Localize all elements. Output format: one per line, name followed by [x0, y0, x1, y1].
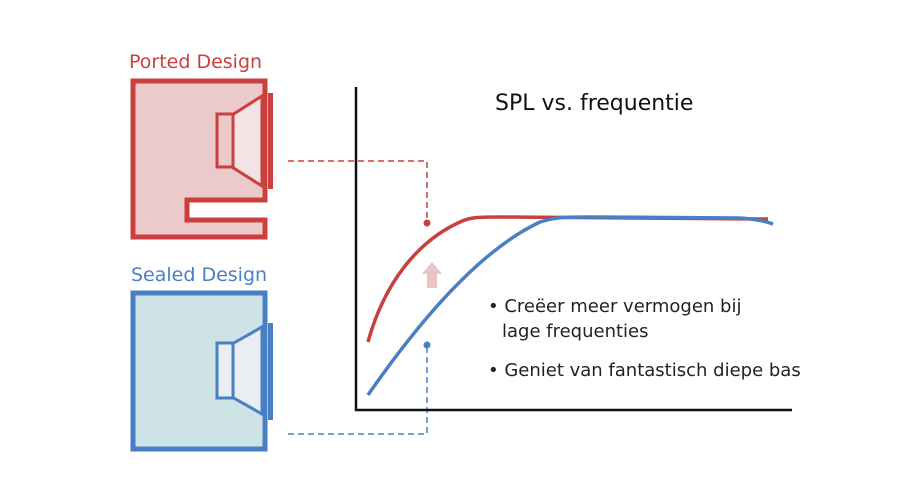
chart-axes — [354, 87, 792, 412]
ported-spl-curve — [366, 215, 769, 343]
chart-title: SPL vs. frequentie — [495, 91, 693, 116]
sealed-box-icon — [130, 290, 273, 452]
ported-marker — [423, 219, 431, 227]
ported-design-label: Ported Design — [129, 51, 262, 73]
ported-box-icon — [130, 78, 273, 240]
bullet-2: • Geniet van fantastisch diepe bas — [488, 360, 801, 381]
sealed-design-label: Sealed Design — [131, 264, 267, 286]
arrow-up-icon — [422, 262, 442, 288]
sealed-marker — [423, 341, 431, 349]
bullet-1-line-1: • Creëer meer vermogen bij — [488, 296, 741, 317]
ported-connector — [288, 160, 428, 222]
bullet-1-line-2: lage frequenties — [502, 321, 649, 342]
sealed-spl-curve — [366, 215, 774, 396]
sealed-connector — [288, 346, 428, 435]
